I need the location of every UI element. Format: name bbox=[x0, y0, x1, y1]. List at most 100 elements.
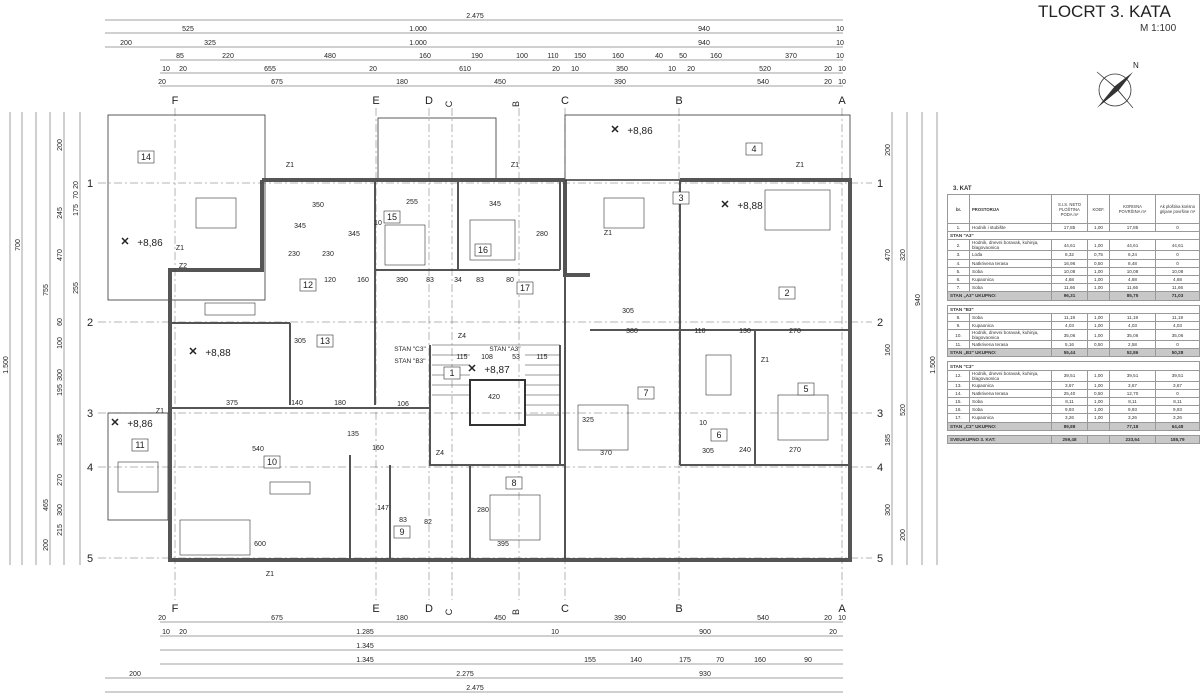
dimension-value: 20 bbox=[73, 181, 80, 189]
dimension-value: 245 bbox=[57, 207, 64, 219]
table-cell: Kupaonica bbox=[969, 380, 1052, 390]
zone-mark: Z1 bbox=[156, 408, 164, 415]
dimension-value: 655 bbox=[264, 66, 276, 73]
table-cell: 4,03 bbox=[1051, 320, 1088, 331]
interior-walls bbox=[170, 180, 850, 560]
dimension-value: 20 bbox=[687, 66, 695, 73]
inner-dimension: 160 bbox=[357, 277, 369, 284]
table-icon bbox=[603, 197, 645, 229]
zone-mark: Z1 bbox=[511, 162, 519, 169]
dimension-value: 520 bbox=[900, 404, 907, 416]
elevation-marker-icon bbox=[121, 237, 129, 245]
inner-dimension: 147 bbox=[377, 505, 389, 512]
dimension-value: 2.475 bbox=[466, 13, 484, 20]
table-cell: 35,06 bbox=[1109, 329, 1156, 342]
table-cell: 1,00 bbox=[1087, 239, 1110, 252]
dimension-value: 160 bbox=[612, 53, 624, 60]
dimension-value: 70 bbox=[73, 191, 80, 199]
table-header-cell: PROSTORIJA bbox=[969, 194, 1052, 224]
dimension-value: 1.500 bbox=[930, 356, 937, 374]
axis-label-top: C bbox=[444, 100, 454, 107]
dimension-value: 940 bbox=[698, 26, 710, 33]
table-cell: 8,11 bbox=[1051, 396, 1088, 407]
dimension-value: 200 bbox=[129, 671, 141, 678]
table-cell: 39,51 bbox=[1109, 369, 1156, 382]
table-cell: 3,26 bbox=[1051, 413, 1088, 423]
axis-label-top: B bbox=[511, 101, 521, 107]
room-number: 14 bbox=[141, 152, 151, 162]
elevation-label: +8,86 bbox=[137, 238, 163, 249]
table-cell: 5,16 bbox=[1051, 340, 1088, 350]
table-cell: 1,00 bbox=[1087, 283, 1110, 293]
table-row: 2.Hodnik, dnevni boravak, kuhinja, blago… bbox=[947, 239, 1200, 252]
table-cell: 0,50 bbox=[1087, 388, 1110, 399]
inner-dimension: 180 bbox=[334, 400, 346, 407]
dining-table-icon bbox=[204, 302, 256, 316]
table-cell: 12. bbox=[947, 369, 970, 382]
table-cell: 4,68 bbox=[1155, 274, 1200, 285]
table-cell: 0,50 bbox=[1087, 340, 1110, 350]
dimension-value: 160 bbox=[885, 344, 892, 356]
table-cell: 52,86 bbox=[1109, 348, 1156, 358]
dimension-value: 1.345 bbox=[356, 657, 374, 664]
table-cell: Soba bbox=[969, 396, 1052, 407]
exterior-wall bbox=[168, 178, 852, 562]
room-number: 3 bbox=[678, 193, 683, 203]
inner-dimension: 350 bbox=[312, 202, 324, 209]
table-cell: 3,26 bbox=[1109, 413, 1156, 423]
table-cell: 14. bbox=[947, 388, 970, 399]
table-cell: 6. bbox=[947, 274, 970, 285]
table-cell: 11,66 bbox=[1109, 283, 1156, 293]
room-number-box bbox=[778, 286, 796, 300]
inner-dimension: 345 bbox=[489, 201, 501, 208]
table-cell: 0 bbox=[1155, 250, 1200, 260]
dining-table-icon bbox=[705, 354, 732, 396]
table-cell: 1,00 bbox=[1087, 312, 1110, 322]
zone-mark: Z4 bbox=[458, 333, 466, 340]
table-cell: 55,44 bbox=[1051, 348, 1088, 358]
elevation-label: +8,86 bbox=[627, 126, 653, 137]
inner-dimension: 270 bbox=[789, 328, 801, 335]
table-cell: 17,85 bbox=[1051, 222, 1088, 233]
table-cell: 89,88 bbox=[1051, 421, 1088, 431]
table-header-cell: S.I.S. NETO PLOŠTINA PODA m² bbox=[1051, 194, 1088, 224]
dimension-value: 70 bbox=[716, 657, 724, 664]
table-cell: 96,31 bbox=[1051, 291, 1088, 301]
dimension-value: 150 bbox=[574, 53, 586, 60]
dimension-value: 85 bbox=[176, 53, 184, 60]
table-cell: 6,24 bbox=[1109, 250, 1156, 260]
dimension-value: 50 bbox=[679, 53, 687, 60]
dimension-value: 60 bbox=[57, 318, 64, 326]
table-cell: Lođa bbox=[969, 250, 1052, 260]
table-cell: Hodnik, dnevni boravak, kuhinja, blagova… bbox=[969, 329, 1052, 342]
table-cell: 17. bbox=[947, 413, 970, 423]
dimension-value: 465 bbox=[43, 499, 50, 511]
room-number: 15 bbox=[387, 212, 397, 222]
table-cell: 3,67 bbox=[1155, 380, 1200, 390]
table-cell: STAN "C3" bbox=[947, 361, 1200, 371]
axis-label-left: 4 bbox=[87, 462, 93, 474]
table-cell: 11. bbox=[947, 340, 970, 350]
dimension-value: 200 bbox=[120, 40, 132, 47]
table-cell: 2. bbox=[947, 239, 970, 252]
table-cell bbox=[1087, 348, 1110, 358]
table-cell: 1,00 bbox=[1087, 329, 1110, 342]
axis-label-left: 5 bbox=[87, 553, 93, 565]
table-icon bbox=[195, 197, 237, 229]
table-cell: 1,00 bbox=[1087, 369, 1110, 382]
table-cell: 8,32 bbox=[1051, 250, 1088, 260]
dimension-value: 20 bbox=[158, 615, 166, 622]
dimension-value: 90 bbox=[804, 657, 812, 664]
table-cell: 8,48 bbox=[1109, 258, 1156, 268]
table-cell: STAN „A3" UKUPNO: bbox=[947, 291, 1052, 301]
inner-dimension: 305 bbox=[622, 308, 634, 315]
table-cell: 0 bbox=[1155, 258, 1200, 268]
room-number-box bbox=[505, 476, 523, 490]
dimension-value: 200 bbox=[885, 144, 892, 156]
table-cell: Soba bbox=[969, 312, 1052, 322]
zone-mark: Z1 bbox=[176, 245, 184, 252]
